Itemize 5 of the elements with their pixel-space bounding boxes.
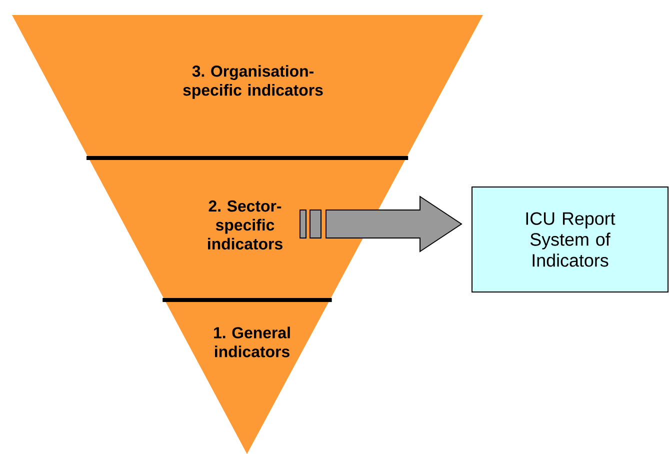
text-box: ICU Report System of Indicators: [472, 186, 668, 292]
funnel-band: 1. General indicators: [164, 300, 330, 454]
block-arrow: [326, 196, 462, 252]
funnel-band: 2. Sector-specific indicators: [88, 158, 406, 300]
funnel-band: 3. Organisation-specific indicators: [12, 15, 483, 158]
